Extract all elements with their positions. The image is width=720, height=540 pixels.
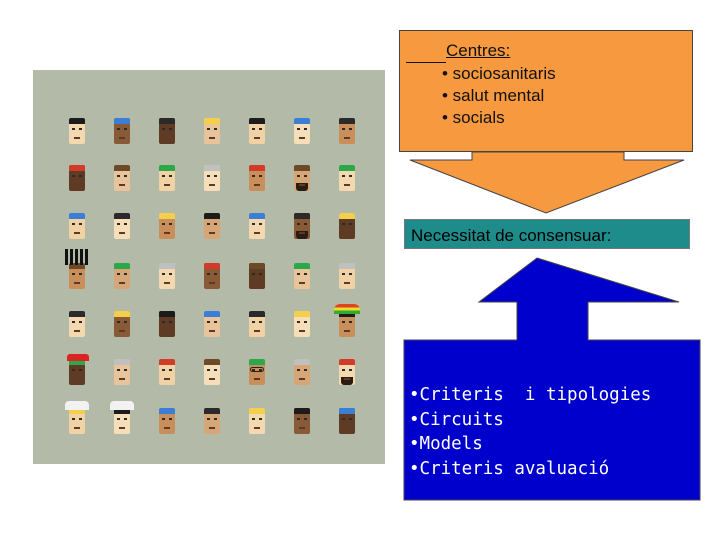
face-icon <box>244 305 270 337</box>
face-icon <box>339 359 355 385</box>
face-icon <box>114 311 130 337</box>
list-item: • sociosanitaris <box>442 64 556 83</box>
face-icon <box>249 263 265 289</box>
face-icon <box>249 408 265 434</box>
face-icon <box>204 263 220 289</box>
face-icon <box>249 213 265 239</box>
face-icon <box>69 213 85 239</box>
face-icon <box>65 249 89 289</box>
criteria-list: •Criteris i tipologies •Circuits •Models… <box>409 383 651 481</box>
face-icon <box>199 207 225 239</box>
face-icon <box>67 354 89 385</box>
face-icon <box>110 401 134 434</box>
face-icon <box>114 165 130 191</box>
face-icon <box>294 408 310 434</box>
banner-text: Necessitat de consensuar: <box>411 226 612 245</box>
list-item: •Criteris avaluació <box>409 458 610 479</box>
face-icon <box>339 408 355 434</box>
face-icon <box>65 401 89 434</box>
face-icon <box>249 359 265 385</box>
face-icon <box>294 359 310 385</box>
face-icon <box>159 263 175 289</box>
list-item: • socials <box>442 108 505 127</box>
face-icon <box>339 263 355 289</box>
face-icon <box>204 311 220 337</box>
list-item: •Models <box>409 434 483 454</box>
face-icon <box>159 408 175 434</box>
title-underline <box>406 62 446 63</box>
face-icon <box>114 359 130 385</box>
face-icon <box>339 165 355 191</box>
face-icon <box>114 263 130 289</box>
face-icon <box>294 165 310 191</box>
face-icon <box>204 165 220 191</box>
face-icon <box>192 104 232 150</box>
face-icon <box>294 213 310 239</box>
face-icon <box>159 359 175 385</box>
face-icon <box>204 359 220 385</box>
face-icon <box>339 118 355 144</box>
face-icon <box>249 118 265 144</box>
face-icon <box>249 165 265 191</box>
centres-box: Centres: • sociosanitaris • salut mental… <box>399 30 693 152</box>
face-icon <box>204 408 220 434</box>
list-item: • salut mental <box>442 86 545 105</box>
face-icon <box>159 311 175 337</box>
consensus-banner: Necessitat de consensuar: <box>404 219 690 249</box>
face-icon <box>294 311 310 337</box>
face-icon <box>69 118 85 144</box>
face-icon <box>159 213 175 239</box>
list-item: •Circuits <box>409 409 504 430</box>
centres-title: Centres: <box>446 41 511 60</box>
faces-illustration <box>33 70 385 464</box>
centres-list: • sociosanitaris • salut mental • social… <box>442 63 556 129</box>
face-icon <box>334 304 360 337</box>
face-icon <box>339 213 355 239</box>
face-icon <box>69 311 85 337</box>
face-icon <box>294 118 310 144</box>
face-icon <box>114 118 130 144</box>
face-icon <box>294 263 310 289</box>
face-icon <box>69 165 85 191</box>
face-icon <box>159 165 175 191</box>
face-icon <box>114 213 130 239</box>
list-item: •Criteris i tipologies <box>409 385 652 405</box>
face-icon <box>159 118 175 144</box>
